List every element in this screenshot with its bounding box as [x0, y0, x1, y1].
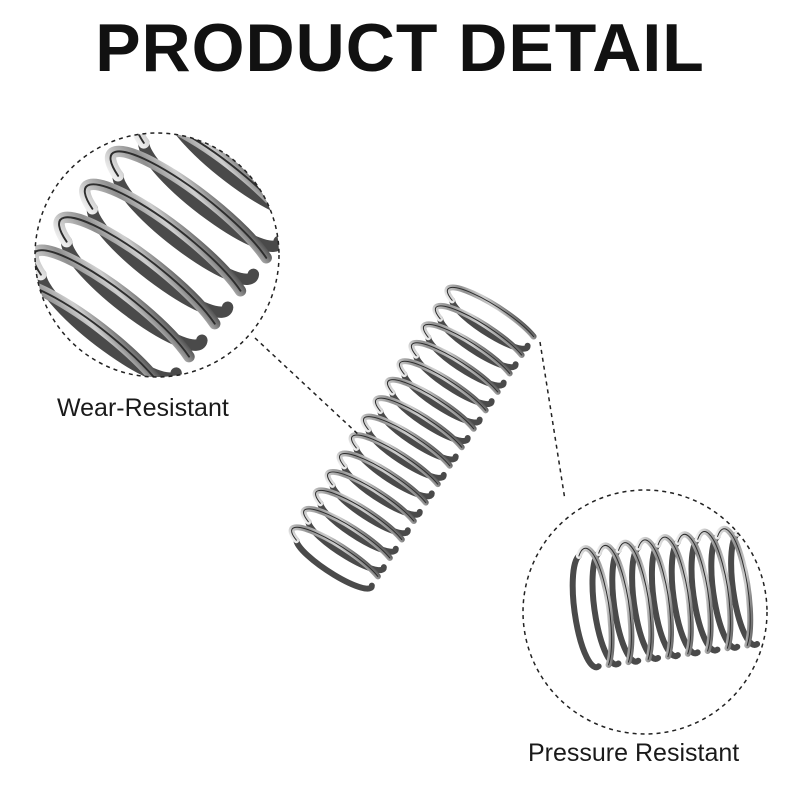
coil-turn-edge [657, 536, 692, 655]
page-title: PRODUCT DETAIL [95, 10, 705, 86]
coil-turn-edge [362, 416, 451, 467]
coil-turn-edge [35, 282, 165, 377]
coil-turn-edge [386, 379, 475, 430]
coil-turn-edge [83, 183, 242, 292]
connector-line-pressure [539, 341, 566, 501]
zoom-circle-wear [34, 132, 280, 378]
wear-resistant-label: Wear-Resistant [57, 394, 229, 422]
coil-turn-edge [291, 526, 379, 577]
coil-turn-edge [35, 249, 190, 358]
coil-turn-edge [422, 323, 511, 374]
coil-turn-edge [618, 542, 652, 660]
coil-turn-edge [434, 305, 523, 356]
zoom-circle-pressure [522, 489, 768, 735]
coil-turn-edge [637, 539, 672, 658]
coil-turn-edge [598, 544, 632, 663]
coil-turn-edge [374, 397, 463, 448]
coil-turn-edge [697, 531, 731, 649]
coil-turn-edge [109, 150, 268, 259]
coil-turn-edge [446, 287, 535, 338]
coil-turn-edge [398, 360, 487, 411]
coil-turn-edge [315, 489, 403, 541]
coil-turn-edge [717, 528, 751, 646]
coil-turn-edge [677, 533, 712, 652]
main-spring [288, 284, 537, 592]
coil-turn-edge [578, 547, 613, 666]
coil-turn-back [293, 537, 375, 592]
connector-line-wear [254, 337, 361, 437]
coil-turn-edge [303, 508, 391, 559]
coil-turn-back [163, 133, 279, 220]
pressure-resistant-label: Pressure Resistant [528, 739, 740, 767]
coil-turn-edge [58, 216, 216, 325]
coil-turn-edge [410, 342, 499, 393]
coil-turn-edge [339, 453, 427, 504]
coil-turn-edge [327, 471, 415, 522]
coil-turn-edge [351, 434, 439, 485]
coil-turn-back [569, 552, 602, 671]
